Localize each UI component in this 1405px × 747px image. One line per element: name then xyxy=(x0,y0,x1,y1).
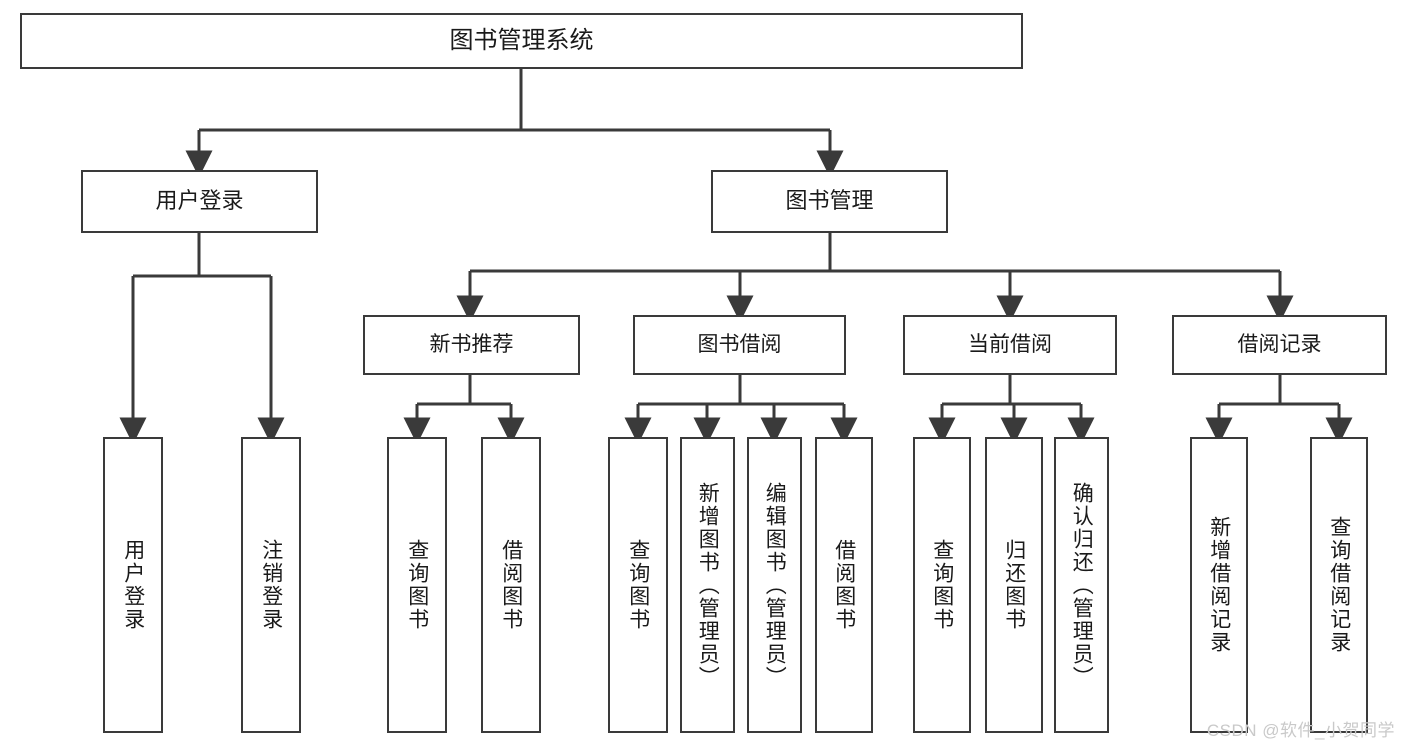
node-leaf-return-book[interactable]: 归还图书 xyxy=(985,437,1043,733)
node-root-label: 图书管理系统 xyxy=(449,26,594,54)
node-leaf-return-book-label: 归还图书 xyxy=(1002,539,1026,631)
node-book-manage[interactable]: 图书管理 xyxy=(711,170,948,233)
node-current-borrow-label: 当前借阅 xyxy=(968,333,1052,357)
node-leaf-query-book-1-label: 查询图书 xyxy=(405,539,429,631)
node-leaf-edit-book-label: 编辑图书（管理员） xyxy=(763,481,787,689)
node-leaf-confirm-return-label: 确认归还（管理员） xyxy=(1070,481,1094,689)
node-leaf-add-record-label: 新增借阅记录 xyxy=(1207,516,1231,654)
node-leaf-add-book-label: 新增图书（管理员） xyxy=(696,481,720,689)
node-leaf-borrow-book-1[interactable]: 借阅图书 xyxy=(481,437,541,733)
node-leaf-query-book-2-label: 查询图书 xyxy=(626,539,650,631)
node-leaf-query-book-3-label: 查询图书 xyxy=(930,539,954,631)
node-root[interactable]: 图书管理系统 xyxy=(20,13,1023,69)
node-leaf-confirm-return[interactable]: 确认归还（管理员） xyxy=(1054,437,1109,733)
node-borrow-record[interactable]: 借阅记录 xyxy=(1172,315,1387,375)
node-leaf-query-record-label: 查询借阅记录 xyxy=(1327,516,1351,654)
node-book-borrow[interactable]: 图书借阅 xyxy=(633,315,846,375)
node-user-login-label: 用户登录 xyxy=(155,188,244,214)
node-leaf-query-record[interactable]: 查询借阅记录 xyxy=(1310,437,1368,733)
node-user-login[interactable]: 用户登录 xyxy=(81,170,318,233)
node-leaf-borrow-book-2[interactable]: 借阅图书 xyxy=(815,437,873,733)
node-leaf-user-logout-label: 注销登录 xyxy=(259,539,283,631)
node-book-borrow-label: 图书借阅 xyxy=(697,333,782,357)
node-leaf-user-login[interactable]: 用户登录 xyxy=(103,437,163,733)
node-borrow-record-label: 借阅记录 xyxy=(1237,333,1322,357)
node-leaf-user-login-label: 用户登录 xyxy=(121,539,145,631)
node-leaf-user-logout[interactable]: 注销登录 xyxy=(241,437,301,733)
node-book-manage-label: 图书管理 xyxy=(785,188,874,214)
node-leaf-add-book[interactable]: 新增图书（管理员） xyxy=(680,437,735,733)
node-new-book-rec[interactable]: 新书推荐 xyxy=(363,315,580,375)
node-leaf-query-book-1[interactable]: 查询图书 xyxy=(387,437,447,733)
node-new-book-rec-label: 新书推荐 xyxy=(429,333,514,357)
node-leaf-query-book-3[interactable]: 查询图书 xyxy=(913,437,971,733)
node-leaf-borrow-book-2-label: 借阅图书 xyxy=(832,539,856,631)
node-current-borrow[interactable]: 当前借阅 xyxy=(903,315,1117,375)
node-leaf-add-record[interactable]: 新增借阅记录 xyxy=(1190,437,1248,733)
node-leaf-borrow-book-1-label: 借阅图书 xyxy=(499,539,523,631)
node-leaf-edit-book[interactable]: 编辑图书（管理员） xyxy=(747,437,802,733)
node-leaf-query-book-2[interactable]: 查询图书 xyxy=(608,437,668,733)
